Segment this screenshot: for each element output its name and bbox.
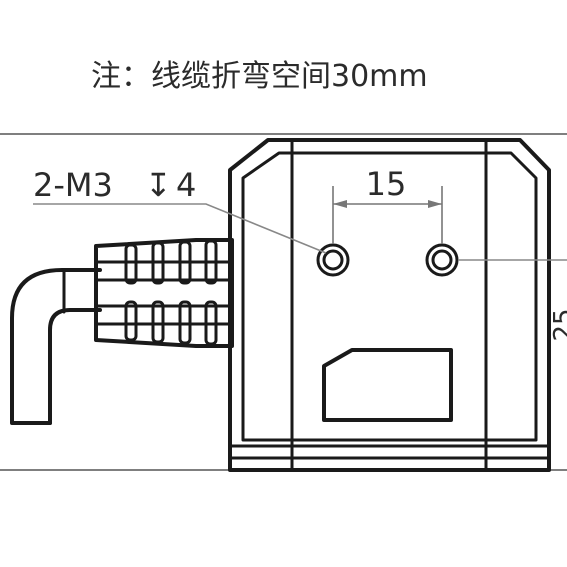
thread-depth-label: 4 [176,166,196,204]
mounting-hole-left-inner [322,249,344,271]
boot-rib-bottom-4 [204,300,218,346]
housing-outline [228,138,551,472]
mounting-holes [316,243,459,277]
cable-elbow-outer [10,268,102,425]
boot-rib-bottom-2 [151,300,165,344]
cable-bend-space-note: 注：线缆折弯空间30mm [91,59,428,94]
housing-inner-outline [241,151,538,442]
boot-rib-top-4 [204,239,218,285]
right-edge-dimension-label: 25 [549,308,567,341]
boot-rib-bottom-1 [124,300,138,342]
connector-window [322,348,453,422]
thread-spec-label: 2-M3 [33,166,113,204]
boot-rib-top-3 [178,240,192,285]
boot-rib-bottom-3 [178,300,192,345]
mounting-hole-left-outer [316,243,350,277]
mounting-hole-right-outer [425,243,459,277]
connector-housing [228,138,551,472]
boot-rib-top-1 [124,243,138,285]
depth-symbol: ↧ [145,166,172,204]
hole-spacing-label: 15 [366,165,407,203]
dimension-arrow-right [428,200,442,208]
cable-elbow [10,268,102,425]
dimension-arrow-left [333,200,347,208]
thread-callout-leader [33,203,327,254]
mounting-hole-right-inner [431,249,453,271]
hole-spacing-dimension: 15 [332,165,443,244]
strain-relief-boot [94,238,234,348]
boot-rib-top-2 [151,241,165,285]
right-edge-dimension: 25 [458,259,567,342]
thread-callout: 2-M3 ↧ 4 [33,166,327,254]
cable-elbow-inner [48,308,102,425]
